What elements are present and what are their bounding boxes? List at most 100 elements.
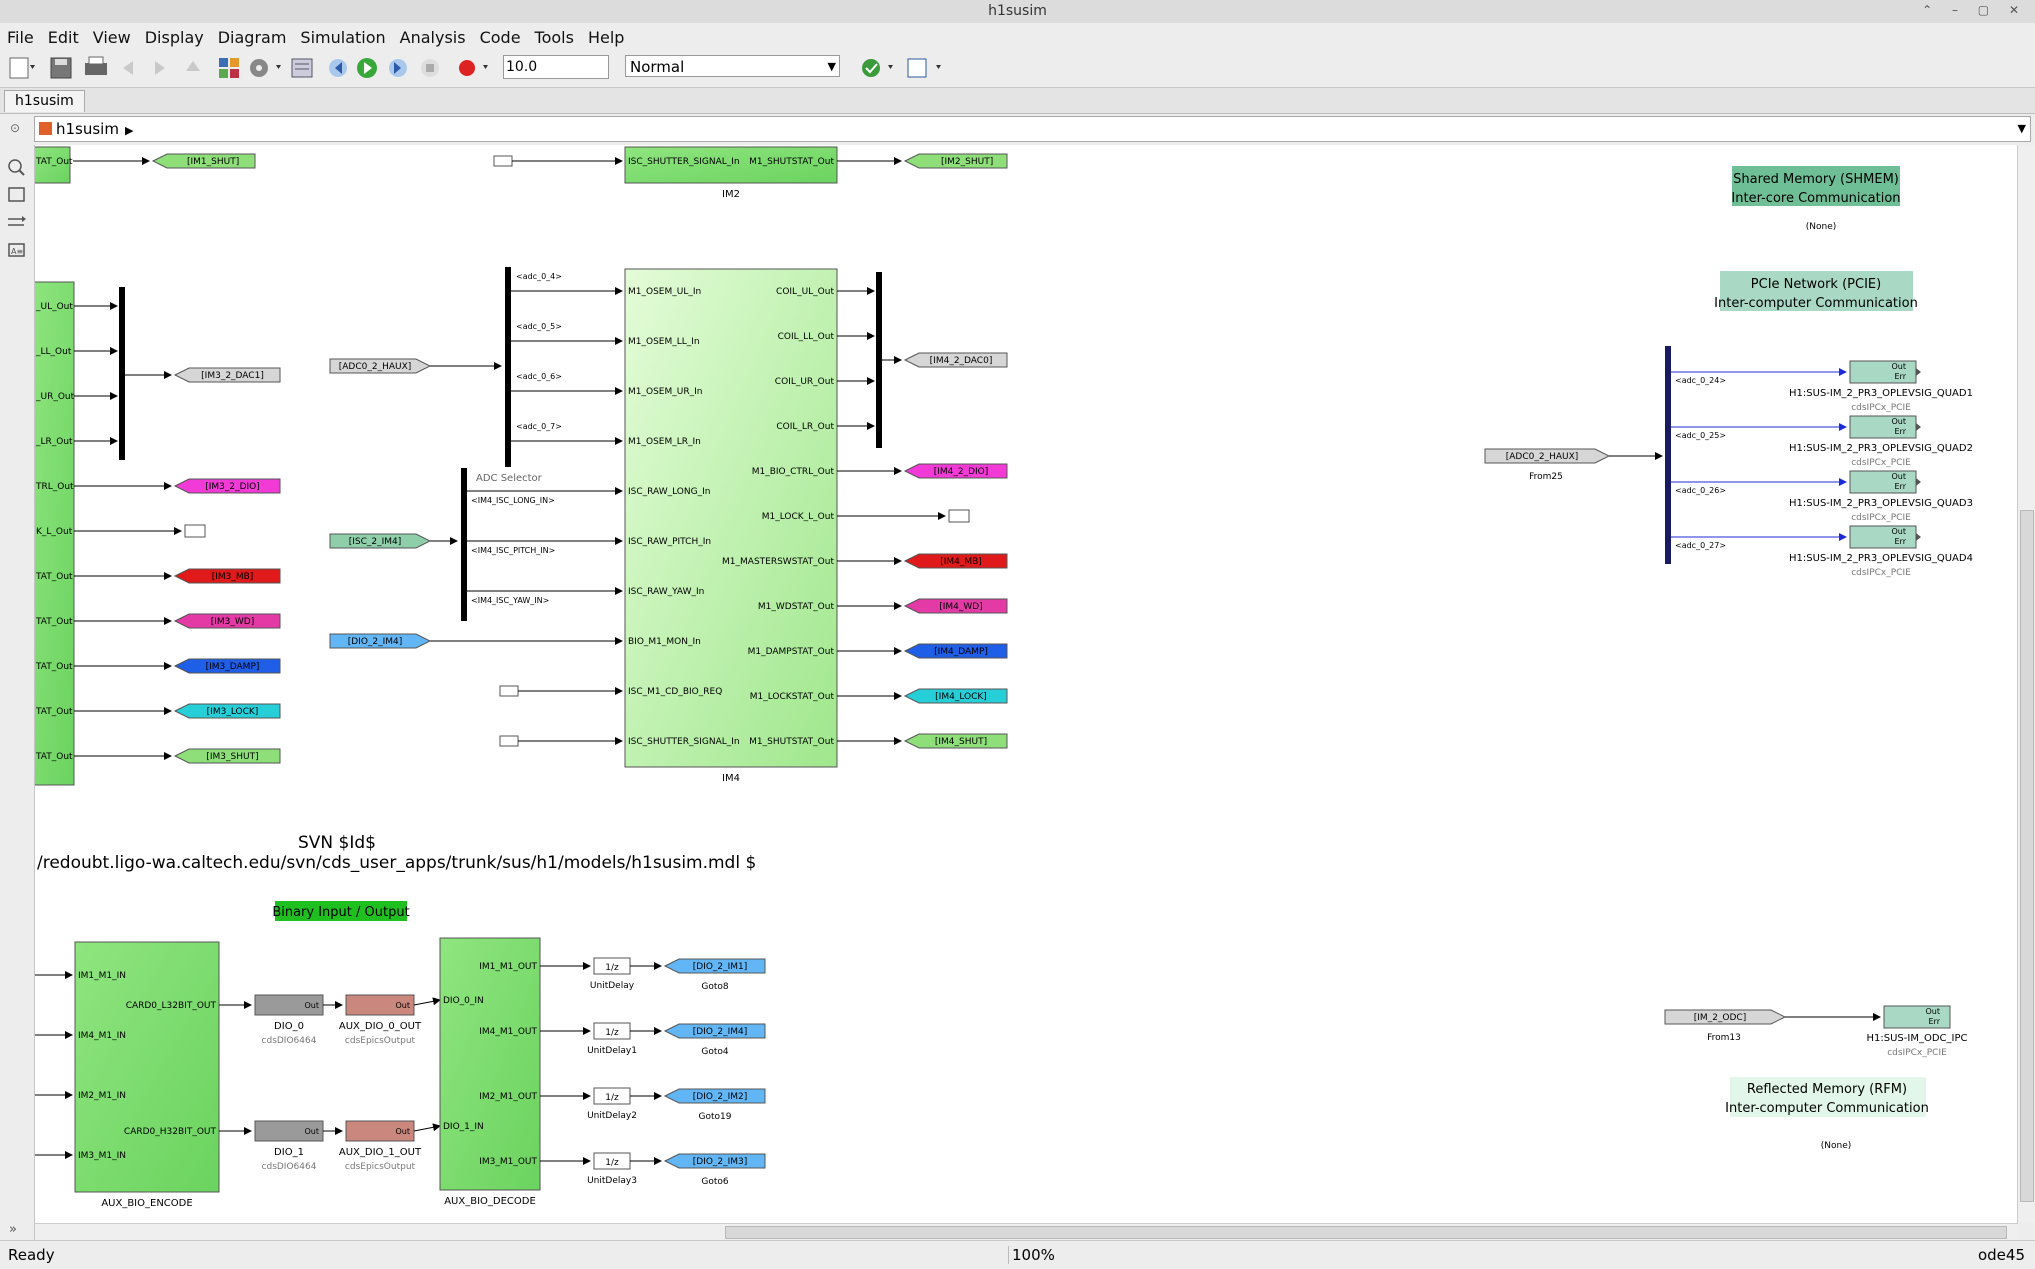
goto-dio-block[interactable]: [DIO_2_IM2] bbox=[663, 1088, 766, 1104]
goto-dio-block[interactable]: [DIO_2_IM1] bbox=[663, 958, 766, 974]
goto-im4-wd[interactable]: [IM4_WD] bbox=[903, 598, 1008, 614]
arrow-icon[interactable] bbox=[8, 216, 26, 226]
goto-dio-block[interactable]: [DIO_2_IM4] bbox=[663, 1023, 766, 1039]
signal-line[interactable] bbox=[413, 1123, 441, 1132]
chevron-down-icon[interactable]: ▼ bbox=[2017, 122, 2026, 135]
bus-creator-im4[interactable] bbox=[876, 272, 882, 448]
check-icon[interactable] bbox=[862, 59, 893, 77]
goto-im4-lock[interactable]: [IM4_LOCK] bbox=[903, 688, 1008, 704]
adc-selector[interactable] bbox=[505, 267, 511, 467]
step-forward-icon[interactable] bbox=[389, 59, 407, 77]
save-icon[interactable] bbox=[50, 57, 72, 79]
up-icon[interactable] bbox=[186, 61, 200, 71]
isc-selector[interactable] bbox=[461, 468, 467, 621]
window-controls[interactable]: ⌃ – ▢ ✕ bbox=[1922, 3, 2027, 17]
dio-block[interactable]: Out bbox=[254, 994, 324, 1016]
goto-im3-lock[interactable]: [IM3_LOCK] bbox=[173, 703, 281, 719]
aux-bio-encode-block[interactable] bbox=[74, 941, 220, 1193]
back-icon[interactable] bbox=[123, 61, 133, 75]
from25-block[interactable]: [ADC0_2_HAUX] bbox=[1484, 448, 1611, 464]
goto-im3-dac1[interactable]: [IM3_2_DAC1] bbox=[173, 367, 281, 383]
stop-icon[interactable] bbox=[421, 59, 439, 77]
from-isc-im4[interactable]: [ISC_2_IM4] bbox=[329, 533, 432, 549]
epics-output-block[interactable]: Out bbox=[345, 1120, 415, 1142]
breadcrumb-model[interactable]: h1susim bbox=[56, 120, 119, 138]
goto-im4-damp[interactable]: [IM4_DAMP] bbox=[903, 643, 1008, 659]
sim-mode-select[interactable]: Normal ▼ bbox=[625, 55, 840, 77]
breadcrumb[interactable]: h1susim▶ ▼ bbox=[34, 116, 2031, 142]
goto-im4-mb[interactable]: [IM4_MB] bbox=[903, 553, 1008, 569]
menu-display[interactable]: Display bbox=[144, 28, 204, 47]
unit-delay-block[interactable]: 1/z bbox=[593, 1087, 631, 1105]
from-dio-im4[interactable]: [DIO_2_IM4] bbox=[329, 633, 432, 649]
hide-browser-icon[interactable]: ⊙ bbox=[10, 121, 21, 135]
goto-im3-shut[interactable]: [IM3_SHUT] bbox=[173, 748, 281, 764]
goto-im3-dio[interactable]: [IM3_2_DIO] bbox=[173, 478, 281, 494]
bus-creator[interactable] bbox=[119, 287, 125, 460]
menu-help[interactable]: Help bbox=[587, 28, 625, 47]
terminator-block[interactable] bbox=[948, 509, 970, 523]
model-canvas[interactable]: TAT_Out [IM1_SHUT] ISC_SHUTTER_SIGNAL_In… bbox=[35, 145, 2018, 1223]
goto-im3-wd[interactable]: [IM3_WD] bbox=[173, 613, 281, 629]
horizontal-scrollbar[interactable] bbox=[35, 1223, 2018, 1241]
run-icon[interactable] bbox=[357, 58, 377, 78]
from-adc0-haux[interactable]: [ADC0_2_HAUX] bbox=[329, 358, 432, 374]
goto-im2-shut[interactable]: [IM2_SHUT] bbox=[903, 153, 1008, 169]
print-icon[interactable] bbox=[85, 56, 107, 75]
aux-bio-decode-block[interactable] bbox=[439, 937, 541, 1191]
signal-line[interactable] bbox=[413, 997, 441, 1006]
menu-edit[interactable]: Edit bbox=[47, 28, 79, 47]
scroll-thumb[interactable] bbox=[725, 1226, 2007, 1239]
bus-selector[interactable] bbox=[1665, 346, 1671, 564]
forward-icon[interactable] bbox=[155, 61, 165, 75]
im4-block[interactable]: IM4 bbox=[624, 268, 838, 784]
goto-im4-dio[interactable]: [IM4_2_DIO] bbox=[903, 463, 1008, 479]
ground-block[interactable] bbox=[499, 735, 519, 747]
stop-time-input[interactable] bbox=[503, 55, 609, 79]
goto-im4-shut[interactable]: [IM4_SHUT] bbox=[903, 733, 1008, 749]
goto-dio-block[interactable]: [DIO_2_IM3] bbox=[663, 1153, 766, 1169]
menu-diagram[interactable]: Diagram bbox=[217, 28, 287, 47]
dio-block[interactable]: Out bbox=[254, 1120, 324, 1142]
menu-view[interactable]: View bbox=[92, 28, 131, 47]
zoom-icon[interactable] bbox=[8, 159, 25, 176]
menu-file[interactable]: File bbox=[7, 28, 34, 47]
unit-delay-block[interactable]: 1/z bbox=[593, 1022, 631, 1040]
menu-tools[interactable]: Tools bbox=[534, 28, 574, 47]
goto-im1-shut[interactable]: [IM1_SHUT] bbox=[151, 153, 256, 169]
menu-simulation[interactable]: Simulation bbox=[300, 28, 386, 47]
menu-code[interactable]: Code bbox=[479, 28, 521, 47]
explorer-icon[interactable] bbox=[291, 58, 313, 78]
unit-delay-block[interactable]: 1/z bbox=[593, 957, 631, 975]
tab-h1susim[interactable]: h1susim bbox=[4, 90, 85, 112]
goto-im3-mb[interactable]: [IM3_MB] bbox=[173, 568, 281, 584]
fit-view-icon[interactable] bbox=[8, 187, 25, 202]
vertical-scrollbar[interactable] bbox=[2017, 145, 2035, 1223]
goto-im3-damp[interactable]: [IM3_DAMP] bbox=[173, 658, 281, 674]
terminator-block[interactable] bbox=[184, 524, 206, 538]
annotation-icon[interactable]: A≡ bbox=[8, 243, 25, 257]
config-icon[interactable] bbox=[250, 59, 281, 77]
ground-block[interactable] bbox=[493, 155, 513, 167]
expand-icon[interactable]: » bbox=[9, 1222, 17, 1237]
from13-block[interactable]: [IM_2_ODC] bbox=[1664, 1009, 1787, 1025]
unit-delay-block[interactable]: 1/z bbox=[593, 1152, 631, 1170]
menu-analysis[interactable]: Analysis bbox=[399, 28, 466, 47]
ground-block[interactable] bbox=[499, 685, 519, 697]
im3-block[interactable] bbox=[35, 281, 75, 786]
goto-im4-dac0[interactable]: [IM4_2_DAC0] bbox=[903, 352, 1008, 368]
im2-block[interactable]: ISC_SHUTTER_SIGNAL_In M1_SHUTSTAT_Out IM… bbox=[624, 146, 838, 200]
im1-fragment[interactable]: TAT_Out bbox=[35, 146, 73, 184]
new-model-icon[interactable] bbox=[9, 57, 35, 79]
grid-icon[interactable] bbox=[907, 58, 941, 78]
library-icon[interactable] bbox=[219, 58, 239, 78]
step-back-icon[interactable] bbox=[329, 59, 347, 77]
epics-output-block[interactable]: Out bbox=[345, 994, 415, 1016]
scroll-thumb[interactable] bbox=[2020, 510, 2034, 1202]
record-icon[interactable] bbox=[459, 60, 488, 76]
